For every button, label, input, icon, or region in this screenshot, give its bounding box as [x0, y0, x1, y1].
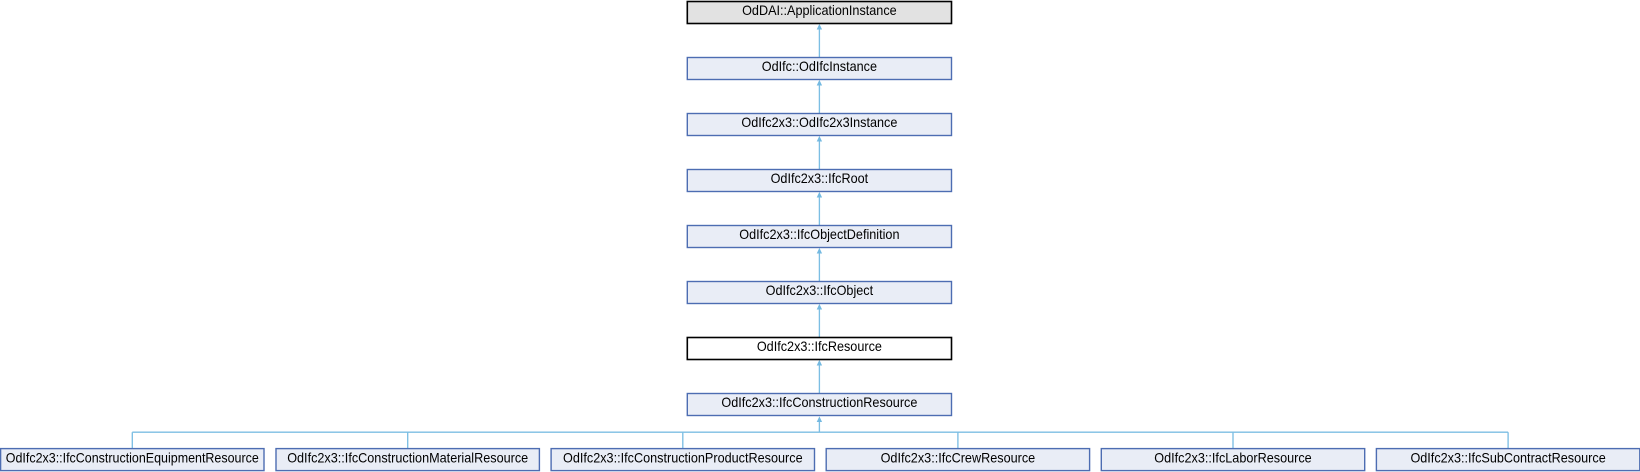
- svg-text:OdIfc2x3::IfcConstructionMater: OdIfc2x3::IfcConstructionMaterialResourc…: [287, 450, 528, 466]
- svg-text:OdIfc2x3::IfcLaborResource: OdIfc2x3::IfcLaborResource: [1154, 450, 1312, 466]
- svg-text:OdIfc2x3::IfcObject: OdIfc2x3::IfcObject: [766, 282, 874, 298]
- svg-text:OdIfc2x3::IfcConstructionEquip: OdIfc2x3::IfcConstructionEquipmentResour…: [6, 450, 259, 466]
- svg-text:OdIfc2x3::IfcConstructionProdu: OdIfc2x3::IfcConstructionProductResource: [563, 450, 803, 466]
- svg-text:OdIfc2x3::OdIfc2x3Instance: OdIfc2x3::OdIfc2x3Instance: [741, 114, 897, 130]
- svg-text:OdIfc2x3::IfcResource: OdIfc2x3::IfcResource: [757, 338, 882, 354]
- svg-text:OdIfc2x3::IfcCrewResource: OdIfc2x3::IfcCrewResource: [881, 450, 1036, 466]
- svg-text:OdIfc2x3::IfcObjectDefinition: OdIfc2x3::IfcObjectDefinition: [739, 226, 899, 242]
- svg-text:OdIfc2x3::IfcConstructionResou: OdIfc2x3::IfcConstructionResource: [721, 394, 917, 410]
- svg-text:OdIfc::OdIfcInstance: OdIfc::OdIfcInstance: [762, 58, 877, 74]
- svg-text:OdDAI::ApplicationInstance: OdDAI::ApplicationInstance: [742, 2, 897, 18]
- svg-text:OdIfc2x3::IfcRoot: OdIfc2x3::IfcRoot: [771, 170, 869, 186]
- svg-text:OdIfc2x3::IfcSubContractResour: OdIfc2x3::IfcSubContractResource: [1410, 450, 1605, 466]
